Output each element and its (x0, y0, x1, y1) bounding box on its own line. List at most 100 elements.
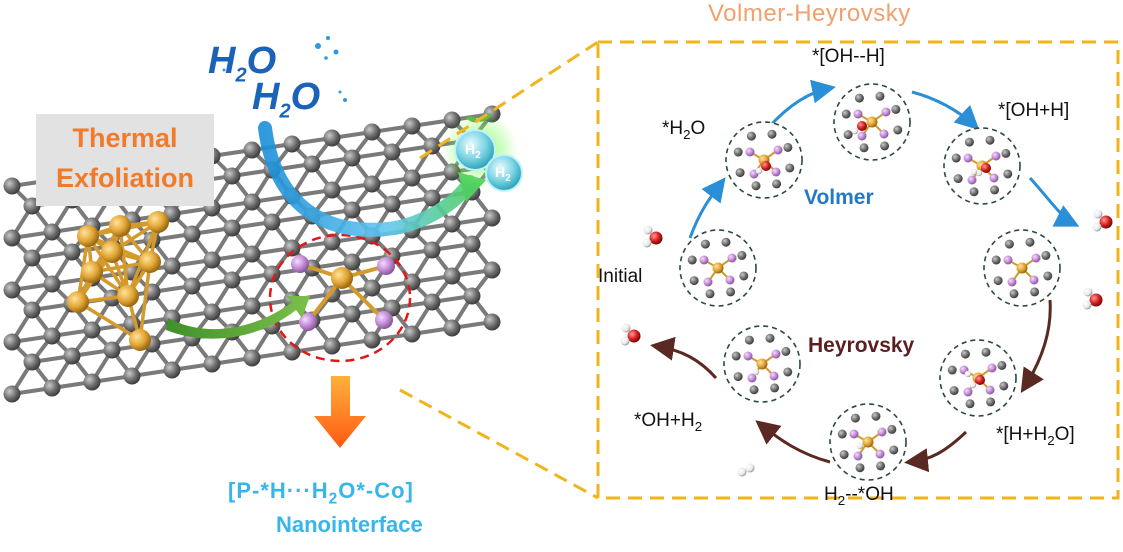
carbon-atom (323, 181, 341, 199)
interface-formula: [P-*H···H2O*-Co] (228, 478, 414, 508)
carbon-atom (403, 117, 421, 135)
node-phosphorus-atom (963, 387, 973, 397)
node-phosphorus-atom (881, 107, 891, 117)
node-phosphorus-atom (1031, 253, 1041, 263)
carbon-atom (423, 189, 441, 207)
node-hydrogen-atom (975, 169, 983, 177)
node-carbon-atom (985, 135, 995, 145)
hydrogen-atom (642, 238, 652, 248)
carbon-atom (103, 341, 121, 359)
step-h2-oh-label: H2--*OH (824, 484, 894, 508)
carbon-atom (343, 253, 361, 271)
phosphorus-atom (291, 255, 309, 273)
carbon-atom (3, 229, 21, 247)
node-hydrogen-atom (969, 381, 977, 389)
carbon-atom (343, 201, 361, 219)
zoom-guide-top (419, 40, 599, 160)
node-carbon-atom (854, 93, 864, 103)
carbon-atom (23, 249, 41, 267)
node-carbon-atom (785, 163, 795, 173)
node-carbon-atom (965, 399, 975, 409)
node-cobalt-atom (862, 436, 874, 448)
node-carbon-atom (700, 239, 710, 249)
node-carbon-atom (1001, 148, 1011, 158)
carbon-atom (323, 233, 341, 251)
node-carbon-atom (850, 413, 860, 423)
active-cobalt-atom (331, 267, 353, 289)
cobalt-atom (77, 225, 99, 247)
carbon-atom (3, 281, 21, 299)
node-carbon-atom (999, 381, 1009, 391)
water-label-1: H2O (208, 40, 277, 87)
carbon-atom (223, 167, 241, 185)
node-phosphorus-atom (985, 385, 995, 395)
step-oh-h-dashed-label: *[OH--H] (812, 46, 885, 67)
node-cobalt-atom (712, 262, 724, 274)
cobalt-bond (138, 261, 152, 341)
node-carbon-atom (949, 386, 959, 396)
cycle-node (983, 229, 1061, 307)
carbon-atom (23, 353, 41, 371)
node-carbon-atom (839, 450, 849, 460)
node-phosphorus-atom (1007, 277, 1017, 287)
cobalt-atom (117, 285, 139, 307)
carbon-atom (183, 277, 201, 295)
carbon-atom (483, 261, 501, 279)
water-molecule-heyrovsky (1082, 287, 1103, 310)
carbon-atom (223, 219, 241, 237)
carbon-atom (403, 169, 421, 187)
carbon-atom (63, 347, 81, 365)
phosphorus-atom (375, 311, 393, 329)
node-carbon-atom (1009, 289, 1019, 299)
carbon-atom (83, 321, 101, 339)
node-carbon-atom (997, 360, 1007, 370)
node-phosphorus-atom (1003, 255, 1013, 265)
carbon-atom (263, 265, 281, 283)
node-carbon-atom (1043, 271, 1053, 281)
step-h-plus-h2o-label: *[H+H2O] (996, 424, 1075, 448)
node-carbon-atom (990, 185, 1000, 195)
node-carbon-atom (721, 237, 731, 247)
hydrogen-atom (1083, 287, 1093, 297)
zoom-guide-bottom (399, 388, 599, 500)
oxygen-atom (649, 231, 663, 245)
node-phosphorus-atom (967, 175, 977, 185)
carbon-atom (243, 297, 261, 315)
thermal-exfoliation-box (36, 114, 214, 206)
carbon-atom (443, 267, 461, 285)
node-carbon-atom (739, 271, 749, 281)
node-hydrogen-atom (856, 442, 864, 450)
node-oxygen-atom (975, 375, 985, 385)
hydrogen-atom (737, 467, 747, 477)
node-phosphorus-atom (747, 373, 757, 383)
carbon-atom (383, 195, 401, 213)
carbon-atom (3, 333, 21, 351)
node-cobalt-atom (1016, 262, 1028, 274)
carbon-atom (363, 331, 381, 349)
node-carbon-atom (875, 91, 885, 101)
carbon-atom (383, 143, 401, 161)
oxygen-atom (1089, 293, 1103, 307)
node-carbon-atom (841, 109, 851, 119)
node-carbon-atom (993, 276, 1003, 286)
node-cobalt-atom (756, 358, 768, 370)
carbon-atom (483, 313, 501, 331)
thermal-exfoliation-label: Thermal Exfoliation (36, 118, 214, 198)
carbon-atom (223, 271, 241, 289)
water-label-2: H2O (252, 76, 321, 123)
carbon-atom (43, 223, 61, 241)
node-carbon-atom (843, 130, 853, 140)
cobalt-atom (129, 329, 151, 351)
active-site-highlight-circle (268, 233, 412, 363)
node-carbon-atom (876, 461, 886, 471)
node-carbon-atom (1030, 287, 1040, 297)
step-oh-plus-h-label: *[OH+H] (998, 100, 1070, 121)
node-carbon-atom (765, 333, 775, 343)
hydrogen-atom (1092, 222, 1102, 232)
carbon-atom (243, 141, 261, 159)
hydrogen-atom (1093, 209, 1103, 219)
cop-active-site (291, 255, 395, 331)
node-phosphorus-atom (769, 371, 779, 381)
interface-name: Nanointerface (276, 512, 423, 537)
node-carbon-atom (746, 131, 756, 141)
